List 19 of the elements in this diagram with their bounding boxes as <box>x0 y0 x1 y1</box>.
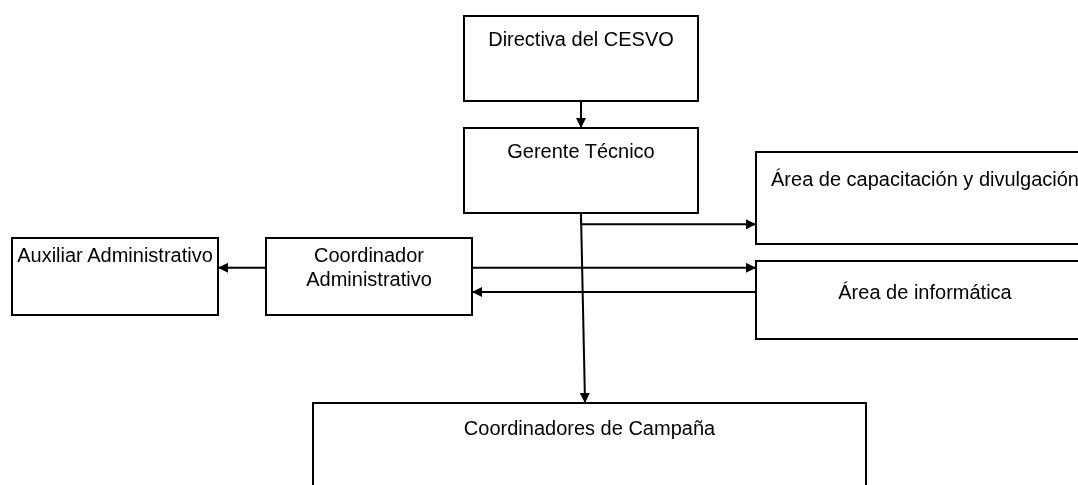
arrow <box>579 213 590 403</box>
org-box <box>463 127 699 214</box>
box-label: Coordinador Administrativo <box>305 243 433 291</box>
org-box <box>11 237 219 316</box>
box-label: Área de informática <box>837 280 1013 304</box>
box-label: Gerente Técnico <box>506 139 656 163</box>
box-label: Coordinadores de Campaña <box>462 416 717 440</box>
arrow <box>472 287 756 297</box>
org-box <box>265 237 473 316</box>
arrow <box>576 101 586 128</box>
org-box <box>755 260 1078 340</box>
org-box <box>312 402 867 485</box>
box-label: Auxiliar Administrativo <box>16 243 214 267</box>
arrow <box>218 262 266 273</box>
box-label: Área de capacitación y divulgación <box>770 167 1078 191</box>
box-label: Directiva del CESVO <box>487 27 675 51</box>
arrow <box>472 262 756 273</box>
org-box <box>755 151 1078 245</box>
org-box <box>463 15 699 102</box>
